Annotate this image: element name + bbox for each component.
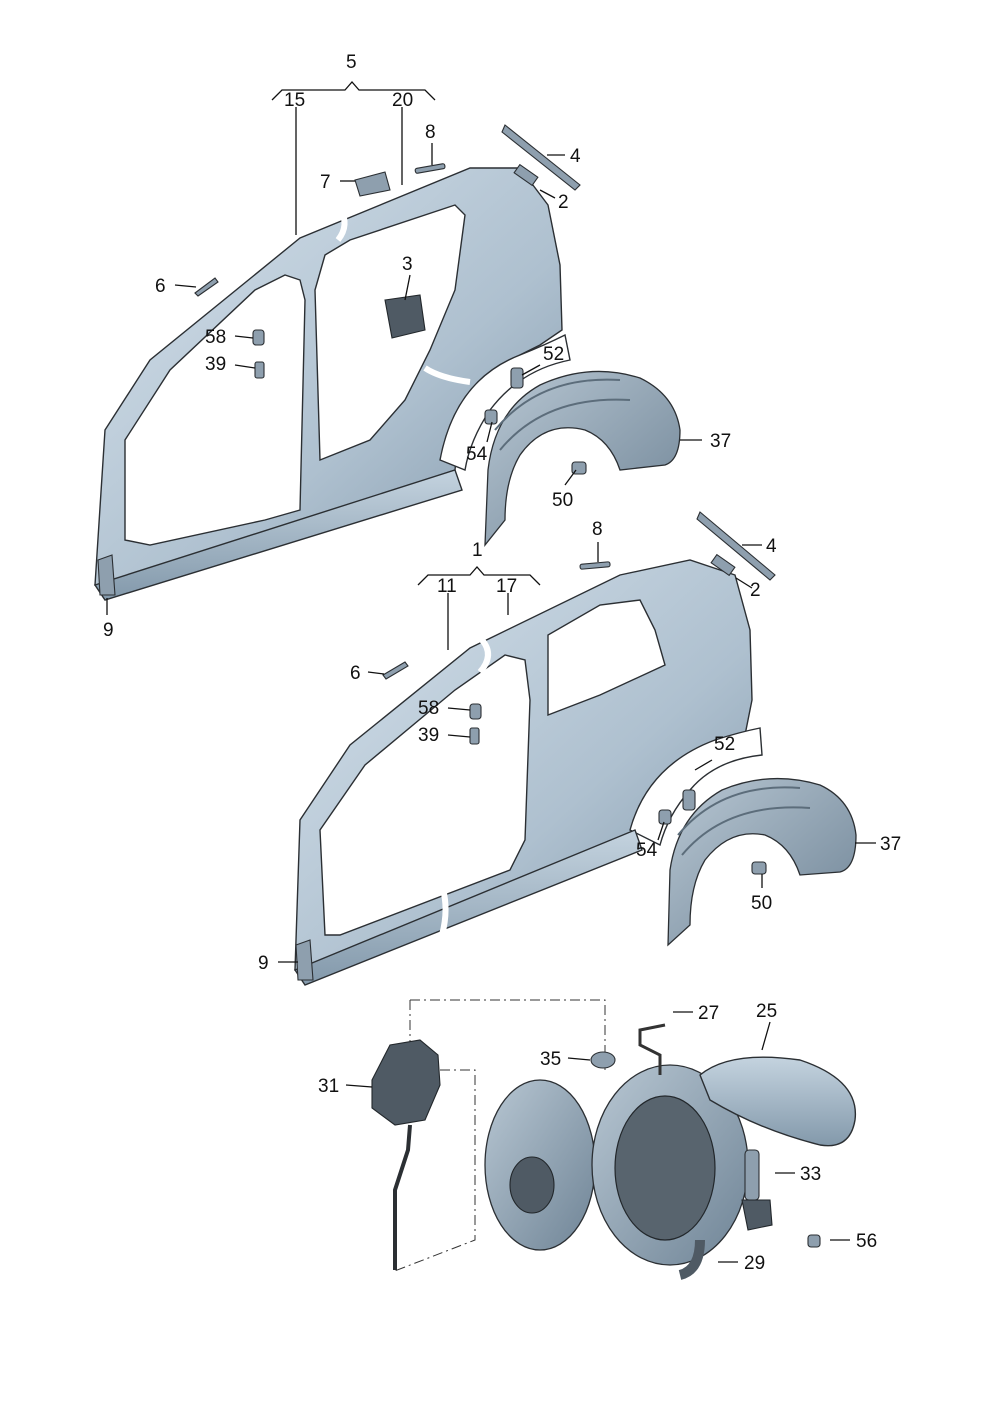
callout-fuel-33: 33	[800, 1164, 821, 1185]
callout-labels: 5 15 20 8 4 7 2 6 3 58 39 52 37 54 50 9 …	[103, 52, 901, 1274]
label-group-lower: 1	[472, 540, 483, 561]
callout-upper-8: 8	[425, 122, 436, 143]
label-upper-right: 20	[392, 90, 413, 111]
callout-lower-54: 54	[636, 840, 658, 861]
callout-fuel-31: 31	[318, 1076, 339, 1097]
upper-wheel-liner	[484, 370, 681, 547]
callout-upper-3: 3	[402, 254, 413, 275]
callout-upper-9: 9	[103, 620, 114, 641]
callout-upper-37: 37	[710, 431, 731, 452]
callout-upper-58: 58	[205, 327, 226, 348]
label-group-upper: 5	[346, 52, 357, 73]
callout-lower-4: 4	[766, 536, 777, 557]
callout-lower-8: 8	[592, 519, 603, 540]
callout-fuel-29: 29	[744, 1253, 765, 1274]
callout-lower-2: 2	[750, 580, 761, 601]
lower-side-panel	[293, 559, 763, 986]
callout-upper-39: 39	[205, 354, 226, 375]
lower-wheel-liner	[667, 777, 857, 947]
label-lower-right: 17	[496, 576, 517, 597]
callout-upper-52: 52	[543, 344, 564, 365]
callout-lower-39: 39	[418, 725, 439, 746]
callout-upper-2: 2	[558, 192, 569, 213]
small-parts	[97, 124, 776, 981]
callout-fuel-27: 27	[698, 1003, 719, 1024]
callout-upper-54: 54	[466, 444, 488, 465]
callout-lower-9: 9	[258, 953, 269, 974]
callout-upper-6: 6	[155, 276, 166, 297]
label-lower-left: 11	[437, 576, 457, 597]
callout-lower-50: 50	[751, 893, 772, 914]
callout-lower-58: 58	[418, 698, 439, 719]
label-upper-left: 15	[284, 90, 305, 111]
callout-fuel-56: 56	[856, 1231, 877, 1252]
callout-upper-4: 4	[570, 146, 581, 167]
callout-lower-37: 37	[880, 834, 901, 855]
callout-lower-52: 52	[714, 734, 735, 755]
callout-lower-6: 6	[350, 663, 361, 684]
callout-fuel-35: 35	[540, 1049, 561, 1070]
upper-side-panel	[93, 167, 571, 601]
callout-fuel-25: 25	[756, 1001, 777, 1022]
callout-upper-50: 50	[552, 490, 573, 511]
callout-upper-7: 7	[320, 172, 331, 193]
fuel-door-assembly	[371, 999, 857, 1280]
leader-lines	[106, 81, 876, 1263]
